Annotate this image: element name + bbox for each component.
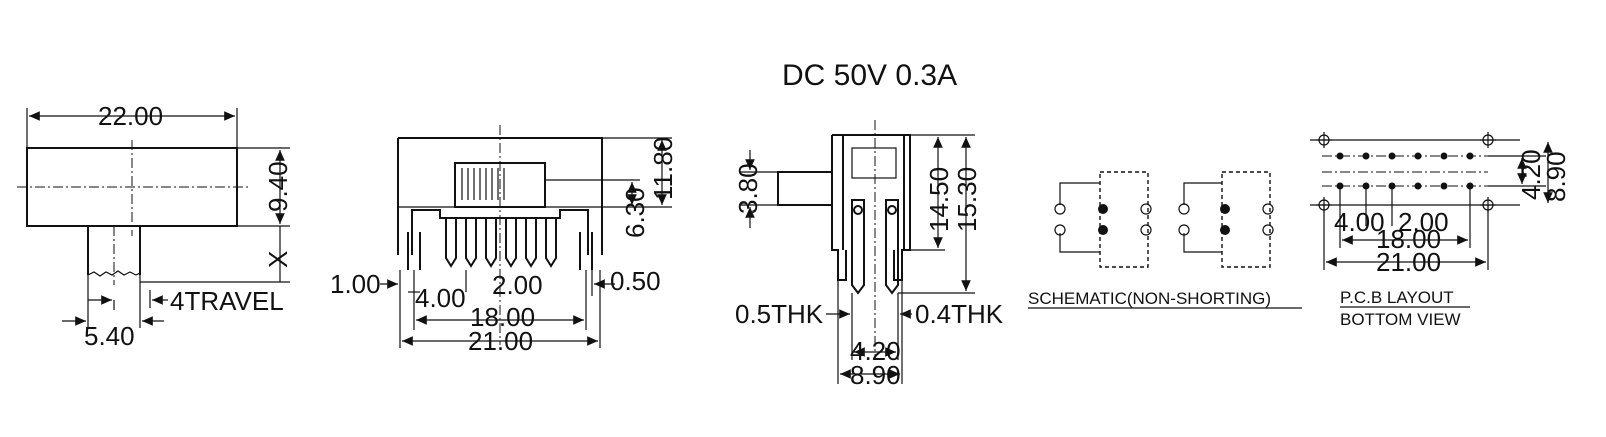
pcb-dim-d: 21.00	[1376, 247, 1441, 277]
end-actuator-h: 3.80	[733, 163, 763, 214]
pcb-dim-a: 4.00	[1334, 207, 1385, 237]
front-span-outer: 21.00	[468, 326, 533, 356]
pcb-pads	[1336, 152, 1474, 190]
side-width-label: 22.00	[98, 101, 163, 131]
front-pitch: 2.00	[492, 270, 543, 300]
front-height-body: 6.30	[620, 187, 650, 238]
end-height-a: 14.50	[924, 167, 954, 232]
end-view: 3.80 14.50 15.30 0.5THK 0.4THK 4.20 8.90	[733, 120, 1004, 390]
front-pin-width: 1.00	[330, 269, 381, 299]
front-pins	[445, 218, 557, 268]
end-actuator	[777, 171, 832, 206]
end-pins	[851, 199, 899, 295]
front-span-inner: 18.00	[470, 302, 535, 332]
x-mark: X	[263, 251, 293, 268]
side-height-label: 9.40	[263, 161, 293, 212]
pcb-label-1: P.C.B LAYOUT	[1340, 288, 1454, 307]
front-pin-thk: 0.50	[610, 266, 661, 296]
front-view: 11.80 6.30 1.00 4.00 2.00 0.50 18.00 21.…	[330, 125, 678, 356]
pcb-label-2: BOTTOM VIEW	[1340, 310, 1461, 329]
end-width: 8.90	[850, 360, 901, 390]
front-pitch-small: 4.00	[415, 283, 466, 313]
front-height-total: 11.80	[648, 137, 678, 200]
pcb-layout: 4.00 2.00 18.00 21.00 4.20 8.90 P.C.B LA…	[1310, 132, 1571, 329]
pcb-dim-f: 8.90	[1541, 151, 1571, 202]
schematic-label: SCHEMATIC(NON-SHORTING)	[1028, 289, 1271, 308]
end-thk-left: 0.5THK	[735, 299, 824, 329]
side-view: 22.00 9.40 X 5.40 4TRAVEL	[17, 101, 293, 351]
end-height-b: 15.30	[952, 167, 982, 232]
side-actuator	[87, 226, 141, 275]
end-thk-right: 0.4THK	[915, 299, 1004, 329]
travel-label: 4TRAVEL	[170, 286, 284, 316]
end-spacing: 4.20	[850, 336, 901, 366]
schematic: SCHEMATIC(NON-SHORTING)	[1028, 171, 1302, 309]
pcb-dim-b: 2.00	[1398, 207, 1449, 237]
front-knob	[454, 162, 546, 208]
pcb-dim-e: 4.20	[1516, 149, 1546, 200]
pcb-dim-c: 18.00	[1376, 224, 1441, 254]
actuator-width-label: 5.40	[84, 321, 135, 351]
rating-title: DC 50V 0.3A	[782, 59, 957, 92]
